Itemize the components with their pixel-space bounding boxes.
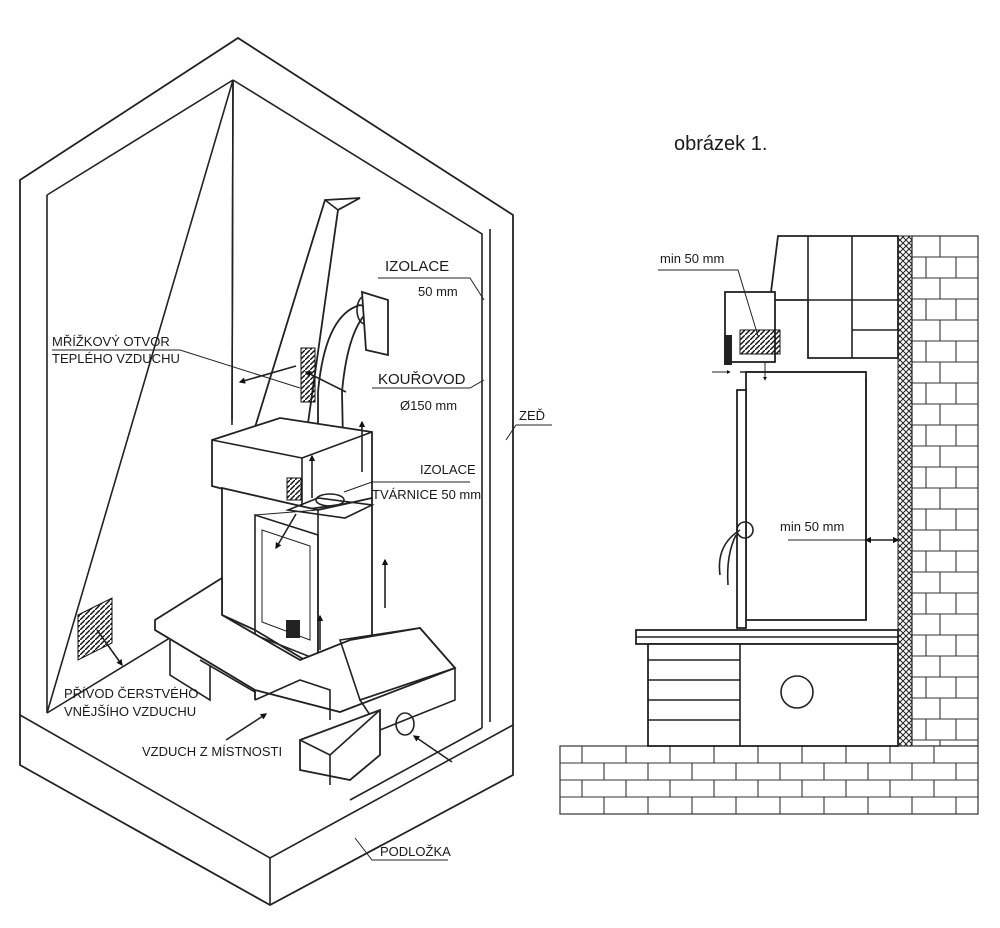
privod-label-1: PŘÍVOD ČERSTVÉHO [64,686,198,701]
kourovod-label: KOUŘOVOD [378,371,466,388]
diag-arrow-front [275,513,297,550]
privod-label-2: VNĚJŠÍHO VZDUCHU [64,704,196,719]
side-stove-body [745,371,867,621]
brick-courses [912,236,978,746]
side-grille [739,329,781,355]
insulation-strip [897,235,913,747]
warm-air-arrow-in [304,371,347,393]
izolace-top-label: IZOLACE [385,258,449,275]
podlozka-label: PODLOŽKA [380,844,451,859]
right-wall-inner [232,79,483,728]
izolace-mid-label: IZOLACE [420,462,476,477]
side-min-top-label: min 50 mm [660,251,724,266]
izolace-mid-value: TVÁRNICE 50 mm [372,487,481,502]
fresh-air-arrow [96,629,123,667]
mrizkovy-label-2: TEPLÉHO VZDUCHU [52,351,180,366]
vzduch-label: VZDUCH Z MÍSTNOSTI [142,744,282,759]
warm-air-arrow-left [238,365,297,384]
hood-grille [286,477,302,501]
izolace-top-value: 50 mm [418,284,458,299]
side-base [647,643,899,747]
room-air-arrow [225,713,268,741]
side-section [559,235,979,815]
zed-label: ZEĎ [519,408,545,423]
isometric-room [19,36,552,907]
floor-brick-courses [560,746,978,814]
mrizkovy-label-1: MŘÍŽKOVÝ OTVOR [52,334,170,349]
brick-wall [911,235,979,747]
inlet-arrow [412,735,453,763]
flue-wall-panel [246,197,361,482]
kourovod-value: Ø150 mm [400,398,457,413]
fresh-air-grille [77,597,113,661]
air-inlet-opening [395,712,415,736]
side-hood [768,235,899,359]
figure-title: obrázek 1. [674,133,767,155]
side-air-opening [780,675,814,709]
side-min-side-label: min 50 mm [780,519,844,534]
